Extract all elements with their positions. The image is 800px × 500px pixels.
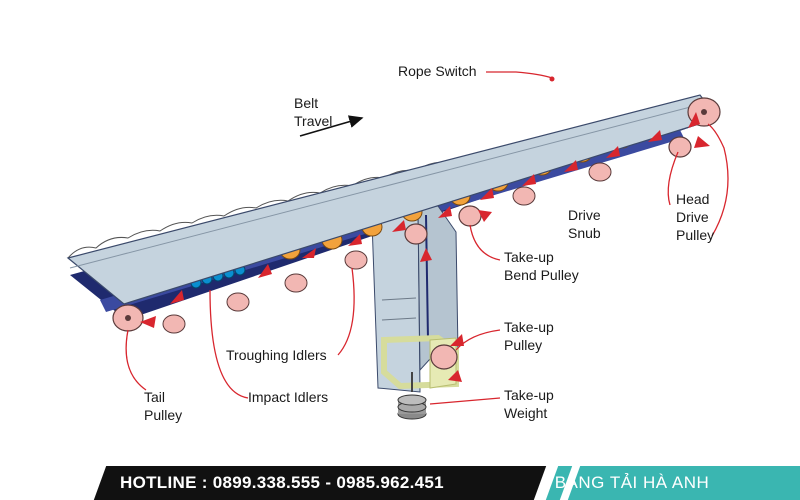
troughing-idlers-leader: [337, 267, 355, 356]
label-takeup-weight: Take-up Weight: [504, 387, 558, 421]
takeup-guide-line: [381, 297, 417, 301]
return-idler: [344, 250, 368, 270]
takeup-weight-stack: [397, 394, 427, 420]
footer-banner: HOTLINE : 0899.338.555 - 0985.962.451 BĂ…: [0, 466, 800, 500]
tail-pulley: [112, 304, 144, 332]
return-idler: [162, 314, 186, 334]
head-drive-leader: [707, 123, 729, 237]
takeup-bend-pulley-left: [404, 223, 428, 245]
rope-switch-leader: [486, 71, 553, 79]
takeup-weight-leader: [429, 397, 501, 405]
label-drive-snub: Drive Snub: [568, 207, 605, 241]
impact-idlers-leader: [209, 289, 249, 399]
takeup-pulley-leader: [455, 329, 501, 351]
hotline-text: HOTLINE : 0899.338.555 - 0985.962.451: [120, 473, 444, 492]
bend-pulley-leader: [469, 224, 501, 261]
label-takeup-bend-pulley: Take-up Bend Pulley: [504, 249, 579, 283]
belt-travel-arrow: [299, 115, 364, 137]
takeup-guide-line: [381, 317, 417, 321]
label-impact-idlers: Impact Idlers: [248, 389, 328, 405]
force-arrows: [140, 112, 710, 382]
brand-name: BĂNG TẢI HÀ ANH: [554, 473, 710, 492]
takeup-bend-pulley-right: [458, 205, 482, 227]
drive-snub-leader: [667, 151, 679, 206]
belt-fold-line: [69, 103, 703, 269]
takeup-pulley: [430, 344, 458, 370]
return-idler: [512, 186, 536, 206]
label-rope-switch: Rope Switch: [398, 63, 477, 79]
label-head-drive-pulley: Head Drive Pulley: [676, 191, 714, 243]
label-tail-pulley: Tail Pulley: [144, 389, 182, 423]
return-idler: [284, 273, 308, 293]
return-idler: [588, 162, 612, 182]
label-belt-travel: Belt Travel: [294, 95, 332, 129]
label-troughing-idlers: Troughing Idlers: [226, 347, 327, 363]
label-takeup-pulley: Take-up Pulley: [504, 319, 558, 353]
tail-pulley-leader: [125, 329, 147, 391]
return-idler: [226, 292, 250, 312]
rope-switch-point: [549, 76, 555, 82]
drive-snub-pulley: [668, 136, 692, 158]
